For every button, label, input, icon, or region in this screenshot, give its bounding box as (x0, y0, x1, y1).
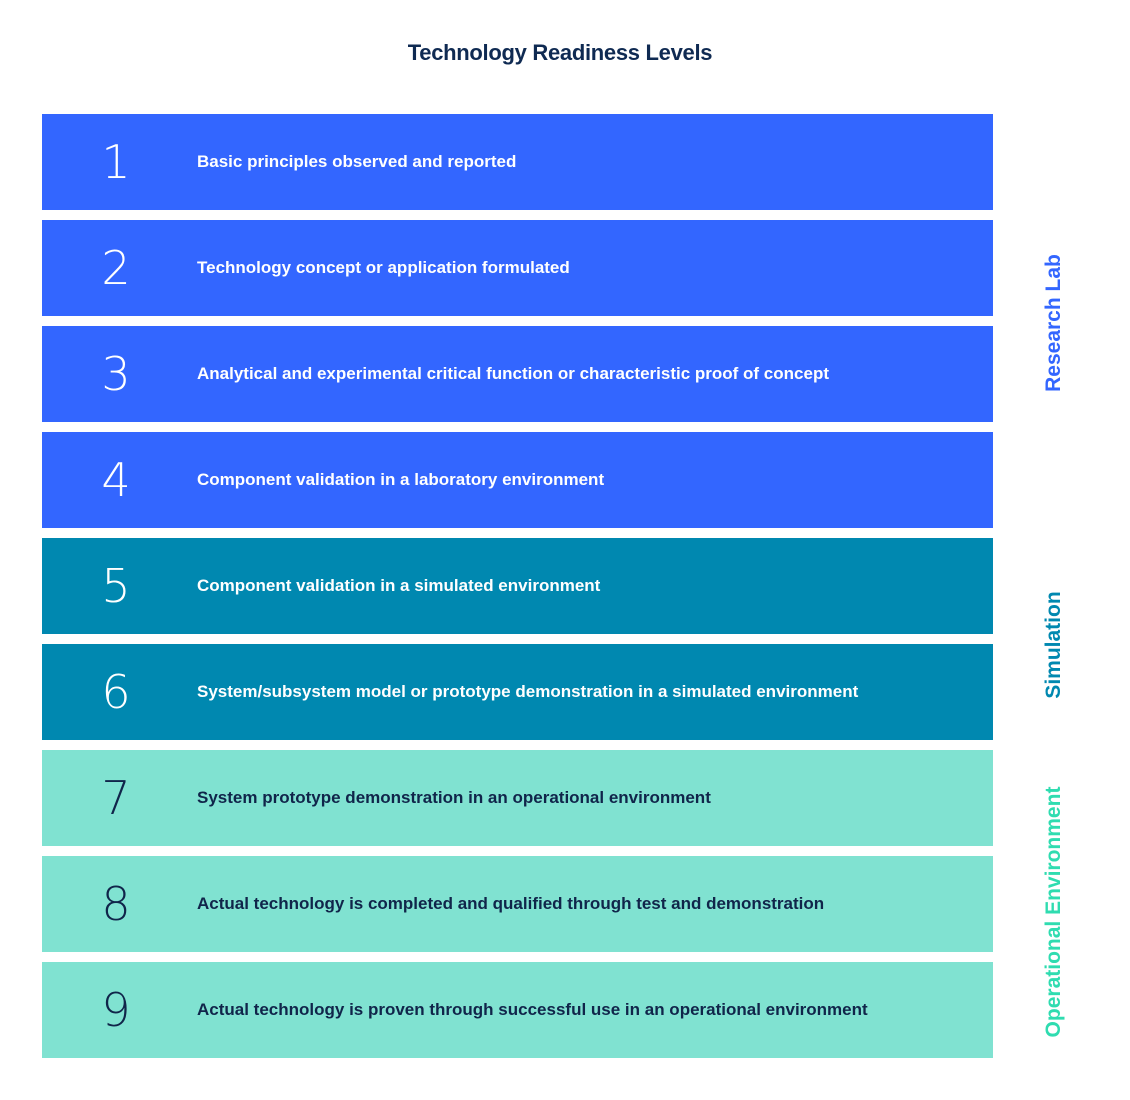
level-7-row: 7 System prototype demonstration in an o… (42, 750, 993, 846)
level-number: 8 (101, 877, 131, 931)
level-number: 4 (101, 453, 131, 507)
level-6-row: 6 System/subsystem model or prototype de… (42, 644, 993, 740)
level-description: Actual technology is completed and quali… (197, 894, 825, 913)
level-number: 1 (101, 135, 131, 189)
level-3-row: 3 Analytical and experimental critical f… (42, 326, 993, 422)
level-description: System/subsystem model or prototype demo… (197, 682, 859, 701)
level-9-row: 9 Actual technology is proven through su… (42, 962, 993, 1058)
level-4-row: 4 Component validation in a laboratory e… (42, 432, 993, 528)
level-1-row: 1 Basic principles observed and reported (42, 114, 993, 210)
group-label-operational-environment: Operational Environment (1042, 786, 1065, 1038)
level-5-row: 5 Component validation in a simulated en… (42, 538, 993, 634)
level-description: Technology concept or application formul… (197, 258, 570, 277)
level-number: 2 (101, 241, 131, 295)
level-description: Component validation in a laboratory env… (197, 470, 605, 489)
level-8-row: 8 Actual technology is completed and qua… (42, 856, 993, 952)
level-description: System prototype demonstration in an ope… (197, 788, 711, 807)
level-description: Basic principles observed and reported (197, 152, 517, 171)
group-label-research-lab: Research Lab (1042, 254, 1065, 392)
level-description: Actual technology is proven through succ… (197, 1000, 868, 1019)
level-number: 7 (101, 771, 131, 825)
level-number: 9 (101, 983, 131, 1037)
group-label-simulation: Simulation (1042, 591, 1065, 699)
level-description: Analytical and experimental critical fun… (197, 364, 829, 383)
diagram-title: Technology Readiness Levels (407, 40, 713, 65)
level-number: 6 (101, 665, 131, 719)
level-2-row: 2 Technology concept or application form… (42, 220, 993, 316)
trl-levels: 1 Basic principles observed and reported… (42, 114, 993, 1058)
level-number: 5 (101, 559, 131, 613)
level-description: Component validation in a simulated envi… (197, 576, 601, 595)
level-number: 3 (101, 347, 131, 401)
